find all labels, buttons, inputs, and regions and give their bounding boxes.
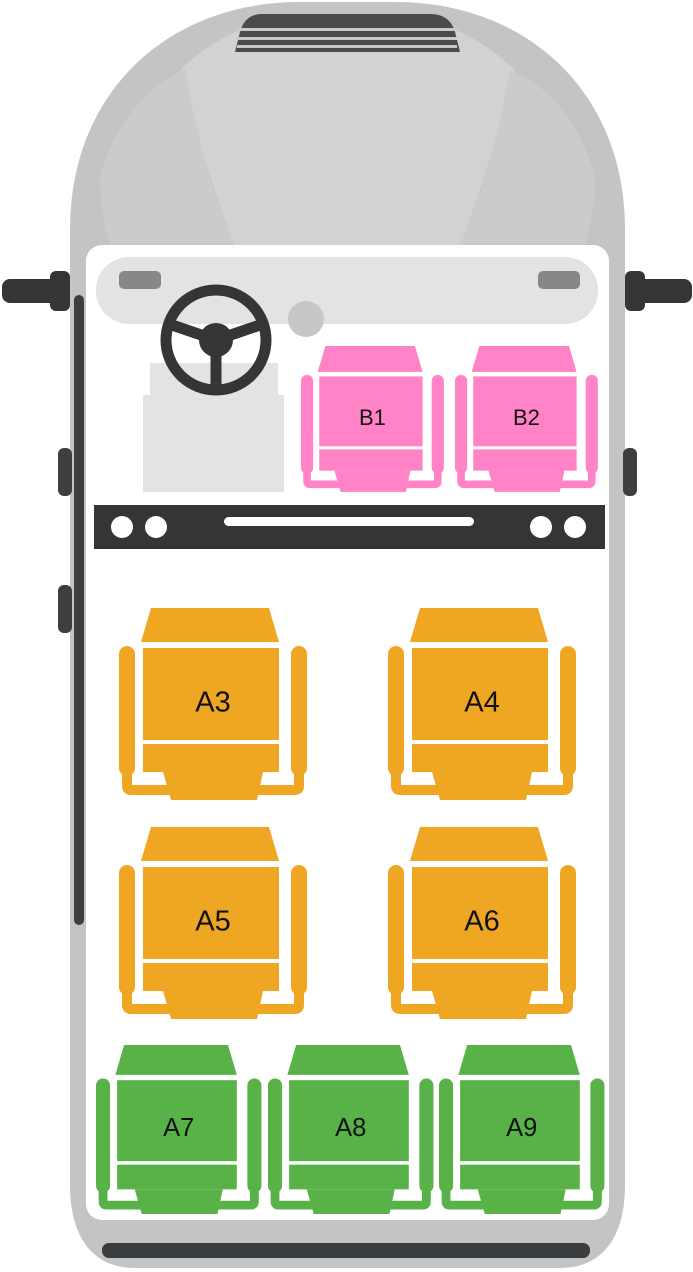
seat-armrest-right — [419, 1078, 434, 1193]
seat-frame — [270, 1185, 431, 1210]
seat-headrest — [115, 1045, 237, 1075]
seat-a4[interactable]: A4 — [388, 608, 576, 800]
seat-armrest-left — [439, 1078, 454, 1193]
seat-headrest — [471, 346, 577, 372]
seat-label: A9 — [506, 1114, 537, 1142]
seat-frame — [391, 987, 573, 1014]
seat-frame — [457, 467, 596, 489]
seat-armrest-right — [585, 374, 598, 474]
seat-b1[interactable]: B1 — [301, 346, 444, 492]
seat-frame — [122, 987, 304, 1014]
seat-armrest-right — [560, 646, 576, 776]
seat-cushion — [473, 449, 577, 471]
seat-armrest-left — [388, 865, 404, 995]
seat-headrest — [317, 346, 423, 372]
seat-cushion — [412, 963, 548, 991]
seat-cushion — [412, 744, 548, 772]
seat-frame — [303, 467, 442, 489]
seat-a9[interactable]: A9 — [439, 1045, 605, 1214]
seat-armrest-left — [119, 865, 135, 995]
seat-a8[interactable]: A8 — [268, 1045, 434, 1214]
hood-left — [100, 70, 235, 245]
seat-headrest — [458, 1045, 580, 1075]
seat-a5[interactable]: A5 — [119, 827, 307, 1019]
seat-label: B1 — [359, 405, 386, 430]
seat-frame — [98, 1185, 259, 1210]
seat-backrest — [319, 376, 423, 447]
rear-bumper — [102, 1243, 590, 1258]
seat-armrest-right — [247, 1078, 262, 1193]
cabin-partition — [94, 505, 605, 549]
seat-backrest — [473, 376, 577, 447]
seat-cushion — [143, 963, 279, 991]
seat-backrest — [117, 1080, 237, 1162]
seat-frame — [441, 1185, 602, 1210]
seat-frame — [122, 768, 304, 795]
seat-label: A3 — [195, 687, 230, 719]
seat-backrest — [412, 648, 548, 740]
seat-armrest-right — [590, 1078, 605, 1193]
seat-armrest-left — [96, 1078, 111, 1193]
right-mirror — [625, 271, 692, 311]
hood-center — [180, 14, 515, 245]
seat-a3[interactable]: A3 — [119, 608, 307, 800]
seat-armrest-left — [301, 374, 314, 474]
dashboard — [96, 257, 598, 337]
seat-armrest-right — [560, 865, 576, 995]
seat-backrest — [143, 648, 279, 740]
seat-armrest-left — [119, 646, 135, 776]
seat-frame — [391, 768, 573, 795]
seat-a6[interactable]: A6 — [388, 827, 576, 1019]
seat-armrest-right — [431, 374, 444, 474]
gear-knob — [288, 301, 324, 337]
right-side-handle — [623, 448, 637, 496]
seat-armrest-left — [455, 374, 468, 474]
seat-backrest — [460, 1080, 580, 1162]
seat-headrest — [410, 827, 548, 861]
seat-headrest — [287, 1045, 409, 1075]
seat-backrest — [289, 1080, 409, 1162]
seat-cushion — [319, 449, 423, 471]
seat-headrest — [141, 827, 279, 861]
seat-cushion — [289, 1164, 409, 1190]
seat-label: B2 — [513, 405, 540, 430]
seat-cushion — [143, 744, 279, 772]
seat-label: A8 — [335, 1114, 366, 1142]
left-side-strips — [58, 295, 84, 925]
seat-armrest-left — [388, 646, 404, 776]
seat-cushion — [460, 1164, 580, 1190]
hood-right — [460, 70, 595, 245]
seat-label: A7 — [163, 1114, 194, 1142]
seat-backrest — [143, 867, 279, 959]
left-dash-vent — [119, 271, 161, 289]
driver-seat — [143, 363, 284, 492]
seat-label: A5 — [195, 906, 230, 938]
steering-wheel-icon — [160, 284, 272, 396]
left-mirror — [2, 271, 70, 311]
seat-label: A4 — [464, 687, 499, 719]
seat-armrest-right — [291, 865, 307, 995]
seat-cushion — [117, 1164, 237, 1190]
seat-headrest — [410, 608, 548, 642]
seat-b2[interactable]: B2 — [455, 346, 598, 492]
seat-armrest-right — [291, 646, 307, 776]
front-grille — [235, 14, 460, 52]
seat-headrest — [141, 608, 279, 642]
seat-armrest-left — [268, 1078, 283, 1193]
seat-backrest — [412, 867, 548, 959]
right-dash-vent — [538, 271, 580, 289]
seat-a7[interactable]: A7 — [96, 1045, 262, 1214]
seat-label: A6 — [464, 906, 499, 938]
